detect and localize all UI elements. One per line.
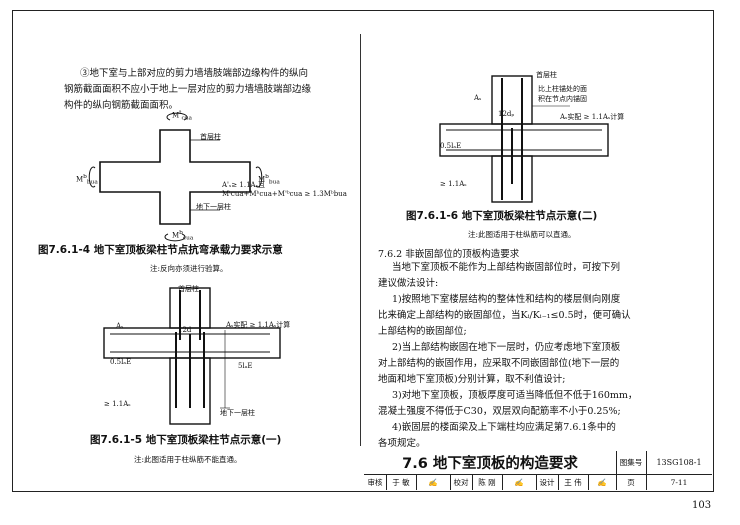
fig6-note: 注:此图适用于柱纵筋可以直通。	[468, 230, 576, 239]
fig4-note: 注:反向亦须进行验算。	[150, 264, 228, 273]
moment-right-label: Mbbua	[258, 174, 280, 186]
atlas-label: 图集号	[616, 451, 647, 475]
intro-line-2: 钢筋截面面积不应小于地上一层对应的剪力墙墙肢端部边缘	[64, 84, 312, 95]
fig6-anchor-note-2: 积在节点内锚固	[538, 95, 587, 103]
fig6-rebar-note: Aₛ实配 ≥ 1.1Aₛ计算	[560, 113, 625, 121]
fig4-condition-1: A'ₛ≥ 1.1Aₛ且	[222, 181, 265, 189]
page-number: 103	[692, 500, 712, 511]
checker-name: 陈 刚	[472, 474, 503, 490]
column-divider	[360, 34, 361, 446]
signature-row: 审核 于 敏 ✍ 校对 陈 刚 ✍ 设计 王 伟 ✍ 页 7-11	[364, 474, 712, 490]
body-line-12: 各项规定。	[378, 438, 426, 449]
body-line-7: 对上部结构的嵌固作用，应采取不同嵌固部位(地下一层的	[378, 358, 620, 369]
fig6-as-label: Aₛ	[474, 94, 482, 102]
figure-7-6-1-6	[439, 75, 609, 203]
fig4-top-column-label: 首层柱	[200, 133, 221, 141]
moment-top-label: Mtcua	[172, 110, 193, 122]
body-line-11: 4)嵌固层的楼面梁及上下端柱均应满足第7.6.1条中的	[392, 422, 616, 433]
drawing-frame	[12, 10, 714, 492]
fig5-caption: 图7.6.1-5 地下室顶板梁柱节点示意(一)	[90, 434, 282, 446]
reviewer-name: 于 敏	[386, 474, 417, 490]
checker-signature: ✍	[502, 474, 537, 490]
body-line-9: 3)对地下室顶板，顶板厚度可适当降低但不低于160mm，	[392, 390, 638, 401]
fig5-ge-label: ≥ 1.1Aₛ	[104, 400, 131, 408]
body-line-6: 2)当上部结构嵌固在地下一层时，仍应考虑地下室顶板	[392, 342, 621, 353]
fig6-anchor-note-1: 比上柱锚处的面	[538, 85, 587, 93]
review-label: 审核	[364, 474, 387, 490]
designer-signature: ✍	[588, 474, 617, 490]
page-label: 页	[616, 474, 647, 490]
fig5-rebar-note: Aₛ实配 ≥ 1.1Aₛ计算	[226, 321, 291, 329]
sheet-title: 7.6 地下室顶板的构造要求	[364, 451, 617, 475]
fig5-05lae-label: 0.5lₐE	[110, 358, 132, 366]
body-line-3: 1)按照地下室楼层结构的整体性和结构的楼层侧向刚度	[392, 294, 621, 305]
fig5-as-label: Aₛ	[116, 322, 124, 330]
section-7-6-2-title: 7.6.2 非嵌固部位的顶板构造要求	[378, 249, 520, 260]
fig6-ge-label: ≥ 1.1Aₛ	[440, 180, 467, 188]
intro-line-1: ③地下室与上部对应的剪力墙墙肢端部边缘构件的纵向	[80, 68, 309, 79]
fig5-note: 注:此图适用于柱纵筋不能直通。	[134, 455, 242, 464]
figure-7-6-1-5	[103, 287, 281, 425]
fig6-caption: 图7.6.1-6 地下室顶板梁柱节点示意(二)	[406, 210, 598, 222]
reviewer-signature: ✍	[416, 474, 451, 490]
fig5-12d-label: 12d	[178, 326, 192, 334]
fig5-bottom-column-label: 地下一层柱	[220, 409, 255, 417]
body-line-2: 建议做法设计:	[378, 278, 439, 289]
moment-bottom-label: Mbcua	[172, 230, 194, 242]
body-line-8: 地面和地下室顶板)分别计算，取不利值设计;	[378, 374, 566, 385]
designer-name: 王 伟	[558, 474, 589, 490]
atlas-number: 13SG108-1	[646, 451, 712, 475]
figure-7-6-1-4	[88, 112, 263, 242]
moment-left-label: Mbbua	[76, 174, 98, 186]
title-block: 7.6 地下室顶板的构造要求 图集号 13SG108-1 审核 于 敏 ✍ 校对…	[364, 451, 712, 490]
fig4-bottom-column-label: 地下一层柱	[196, 203, 231, 211]
fig5-top-column-label: 首层柱	[178, 285, 199, 293]
fig4-condition-2: Mᵗcua+Mᵇcua+M'ᵇcua ≥ 1.3Mᵇbua	[222, 190, 347, 198]
body-line-1: 当地下室顶板不能作为上部结构嵌固部位时，可按下列	[392, 262, 621, 273]
body-line-4: 比来确定上部结构的嵌固部位，当Kᵢ/Kᵢ₋₁≤0.5时，便可确认	[378, 310, 631, 321]
fig6-12d-label: 12dₚ	[498, 110, 515, 118]
fig5-5lae-label: 5lₐE	[238, 362, 253, 370]
body-line-5: 上部结构的嵌固部位;	[378, 326, 467, 337]
fig6-top-column-label: 首层柱	[536, 71, 557, 79]
fig4-caption: 图7.6.1-4 地下室顶板梁柱节点抗弯承载力要求示意	[38, 244, 283, 256]
intro-line-3: 构件的纵向钢筋截面面积。	[64, 100, 179, 111]
fig6-05lae-label: 0.5lₐE	[440, 142, 462, 150]
page-value: 7-11	[670, 477, 688, 487]
body-line-10: 混凝土强度不得低于C30，双层双向配筋率不小于0.25%;	[378, 406, 621, 417]
design-label: 设计	[536, 474, 559, 490]
check-label: 校对	[450, 474, 473, 490]
